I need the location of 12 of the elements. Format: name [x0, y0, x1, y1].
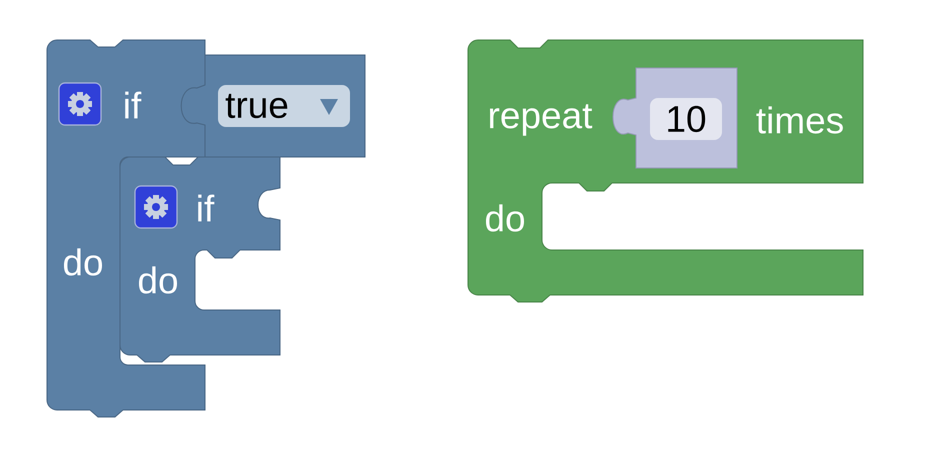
block-label: do [64, 248, 102, 276]
block-label: repeat [490, 104, 592, 136]
block-label: if [125, 92, 142, 118]
if-block [120, 156, 280, 362]
block-label: do [138, 266, 178, 294]
number-field: 10 [650, 98, 722, 140]
block-label: if [198, 194, 214, 222]
if-block [180, 54, 366, 158]
block-label: do [486, 204, 524, 232]
number-block [612, 68, 738, 168]
block-label: times [756, 106, 843, 134]
dropdown-field: true [218, 85, 350, 127]
